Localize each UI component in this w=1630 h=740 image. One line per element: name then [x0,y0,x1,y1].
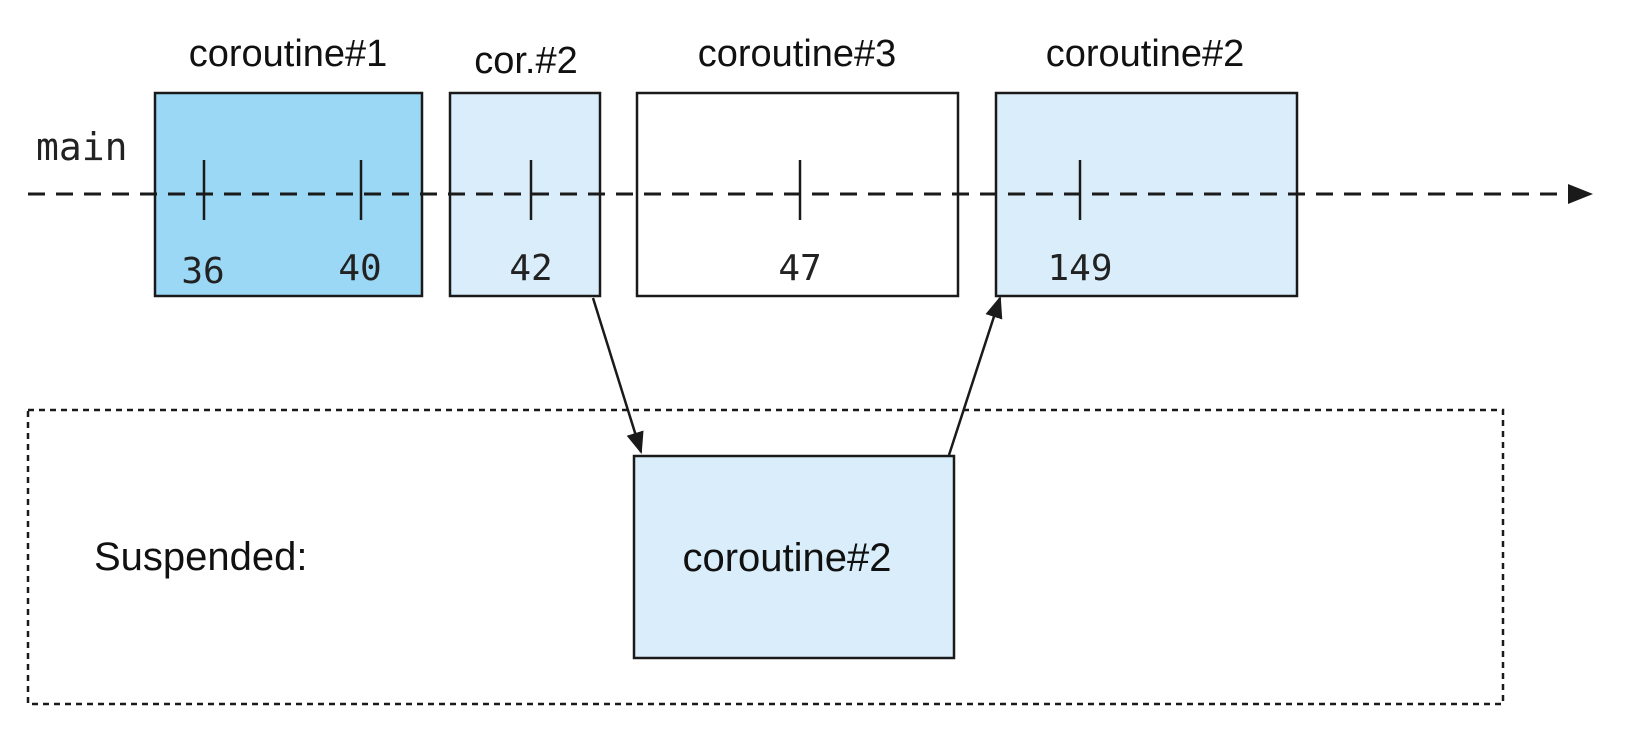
tick-label: 149 [1047,248,1112,289]
coroutine-box-4: coroutine#2 149 [994,33,1299,298]
tick-label: 36 [181,251,224,292]
suspend-arrow [591,297,644,455]
suspended-area: Suspended: coroutine#2 [26,408,1505,706]
suspended-coroutine-label: coroutine#2 [682,536,891,580]
coroutine-box-1: coroutine#1 36 40 [153,33,424,298]
coroutine-box-2: cor.#2 42 [448,40,602,298]
coroutine-box-title: coroutine#3 [698,33,897,75]
tick-label: 40 [338,248,381,289]
suspended-label: Suspended: [94,535,308,579]
tick-label: 47 [778,248,821,289]
timeline-arrowhead [1568,184,1593,204]
suspended-coroutine-rect [632,454,956,660]
coroutine-box-title: coroutine#2 [1046,33,1245,75]
coroutine-box-title: coroutine#1 [189,33,388,75]
coroutine-box-title: cor.#2 [474,40,578,82]
resume-arrow [947,295,1003,456]
main-thread-label: main [36,125,128,169]
coroutine-box-3: coroutine#3 47 [635,33,960,298]
suspended-border [26,408,1505,706]
tick-label: 42 [509,248,552,289]
